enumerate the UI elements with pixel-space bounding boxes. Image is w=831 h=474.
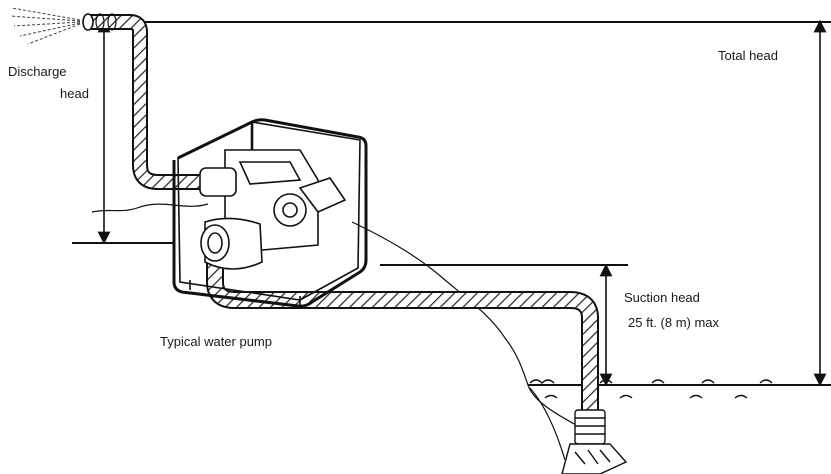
suction-hose [206,255,599,410]
total-head-label: Total head [718,48,778,63]
terrain-slope [351,221,579,427]
water-waves [529,379,773,399]
water-pump [172,118,368,308]
water-edge [529,387,566,461]
suction-head-label-line1: Suction head [624,290,700,305]
pump-label: Typical water pump [160,334,272,349]
suction-head-label-line2: 25 ft. (8 m) max [628,315,720,330]
discharge-spray [9,7,81,45]
strainer [561,409,628,474]
discharge-hose [82,13,222,190]
discharge-head-label-line1: Discharge [8,64,67,79]
ground-contour [91,203,209,213]
discharge-head-label-line2: head [60,86,89,101]
